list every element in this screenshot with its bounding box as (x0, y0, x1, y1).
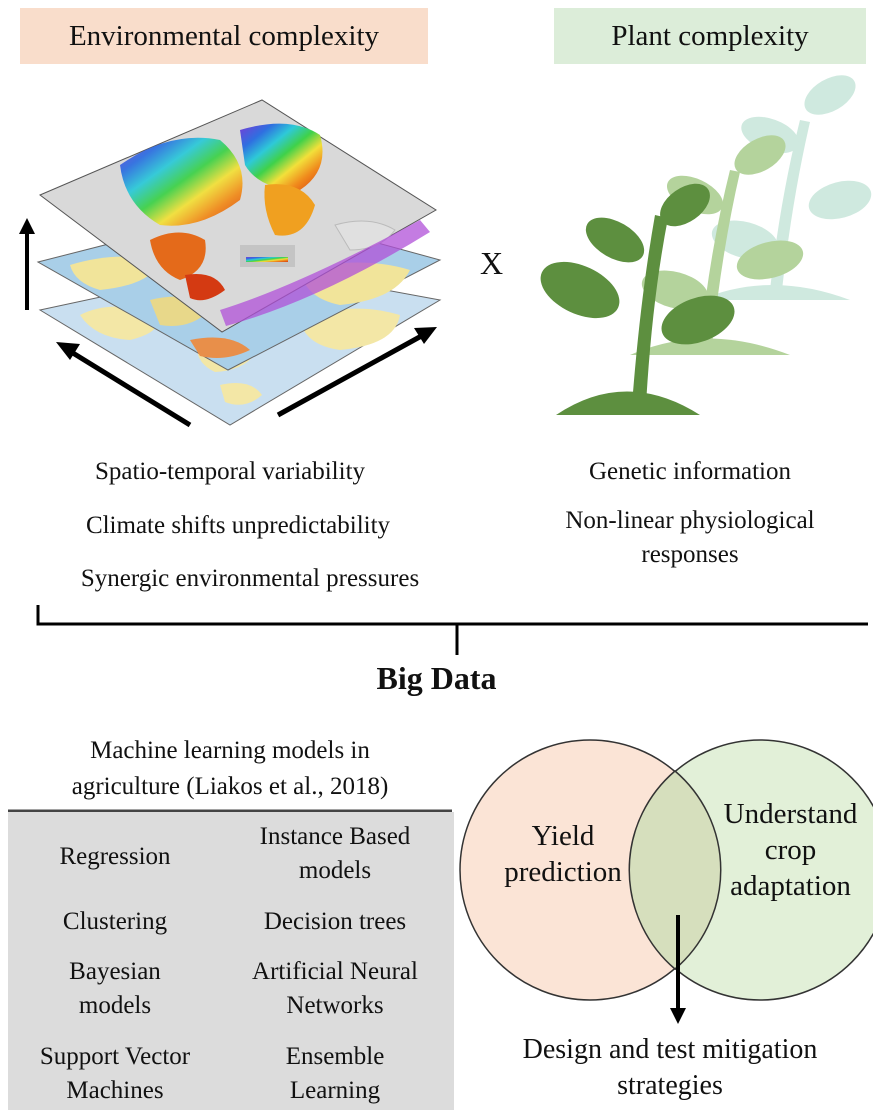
outcome-line1: Design and test mitigation (522, 1034, 818, 1065)
ml-model-instance-based-line1: Instance Based (259, 823, 411, 850)
venn-right-line1: Understand (723, 798, 858, 830)
ml-models-box (8, 812, 454, 1110)
ml-model-bayesian-line2: models (78, 992, 152, 1019)
right-diagonal-arrow (276, 327, 437, 418)
ml-model-ensemble-line2: Learning (289, 1077, 381, 1104)
vertical-arrow (19, 218, 35, 310)
outcome-line2: strategies (617, 1070, 723, 1101)
plant-icon-dark (540, 183, 735, 415)
environmental-complexity-title: Environmental complexity (68, 19, 380, 52)
ml-model-ann: Artificial Neural Networks (225, 955, 445, 1023)
venn-right-line3: adaptation (730, 870, 851, 902)
venn-left-line1: Yield (531, 820, 595, 852)
env-factor-synergic-pressures: Synergic environmental pressures (80, 565, 420, 592)
ml-model-decision-trees: Decision trees (225, 905, 445, 939)
env-factor-spatio-temporal: Spatio-temporal variability (94, 458, 366, 485)
venn-right-label: Understand crop adaptation (708, 796, 873, 904)
ml-model-regression: Regression (20, 840, 210, 874)
ml-model-clustering: Clustering (20, 905, 210, 939)
ml-model-svm-line1: Support Vector (39, 1043, 191, 1070)
venn-down-arrow (670, 915, 686, 1024)
ml-title-line1: Machine learning models in (90, 737, 370, 764)
ml-model-ensemble-line1: Ensemble (285, 1043, 385, 1070)
ml-model-svm-line2: Machines (66, 1077, 164, 1104)
ml-title: Machine learning models in agriculture (… (20, 733, 440, 805)
outcome-label: Design and test mitigation strategies (470, 1032, 870, 1104)
ml-model-decision-trees-label: Decision trees (263, 908, 407, 935)
venn-left-line2: prediction (504, 856, 622, 888)
plant-complexity-title: Plant complexity (611, 19, 809, 52)
env-factor-climate-shifts: Climate shifts unpredictability (85, 512, 391, 539)
ml-model-regression-label: Regression (59, 843, 171, 870)
big-data-label: Big Data (376, 660, 497, 696)
ml-model-clustering-label: Clustering (62, 908, 168, 935)
ml-model-bayesian: Bayesian models (20, 955, 210, 1023)
plant-complexity-header: Plant complexity (554, 8, 866, 64)
ml-model-instance-based-line2: models (298, 857, 372, 884)
plant-factor-nonlinear-line2: responses (641, 541, 739, 568)
venn-left-label: Yield prediction (478, 818, 648, 890)
plant-factor-genetic: Genetic information (588, 458, 791, 485)
plant-factor-nonlinear-line1: Non-linear physiological (565, 507, 815, 534)
environmental-complexity-header: Environmental complexity (20, 8, 428, 64)
ml-model-instance-based: Instance Based models (225, 820, 445, 888)
ml-model-svm: Support Vector Machines (12, 1040, 218, 1108)
ml-model-ann-line2: Networks (286, 992, 384, 1019)
ml-model-ann-line1: Artificial Neural (252, 958, 418, 985)
climate-map-layer (39, 99, 437, 333)
ml-title-line2: agriculture (Liakos et al., 2018) (71, 773, 389, 800)
ml-model-bayesian-line1: Bayesian (69, 958, 161, 985)
venn-overlap (628, 770, 722, 970)
venn-right-line2: crop (764, 834, 817, 866)
multiply-symbol: X (480, 245, 504, 281)
ml-model-ensemble: Ensemble Learning (225, 1040, 445, 1108)
left-diagonal-arrow (56, 342, 192, 428)
bracket (36, 605, 868, 655)
